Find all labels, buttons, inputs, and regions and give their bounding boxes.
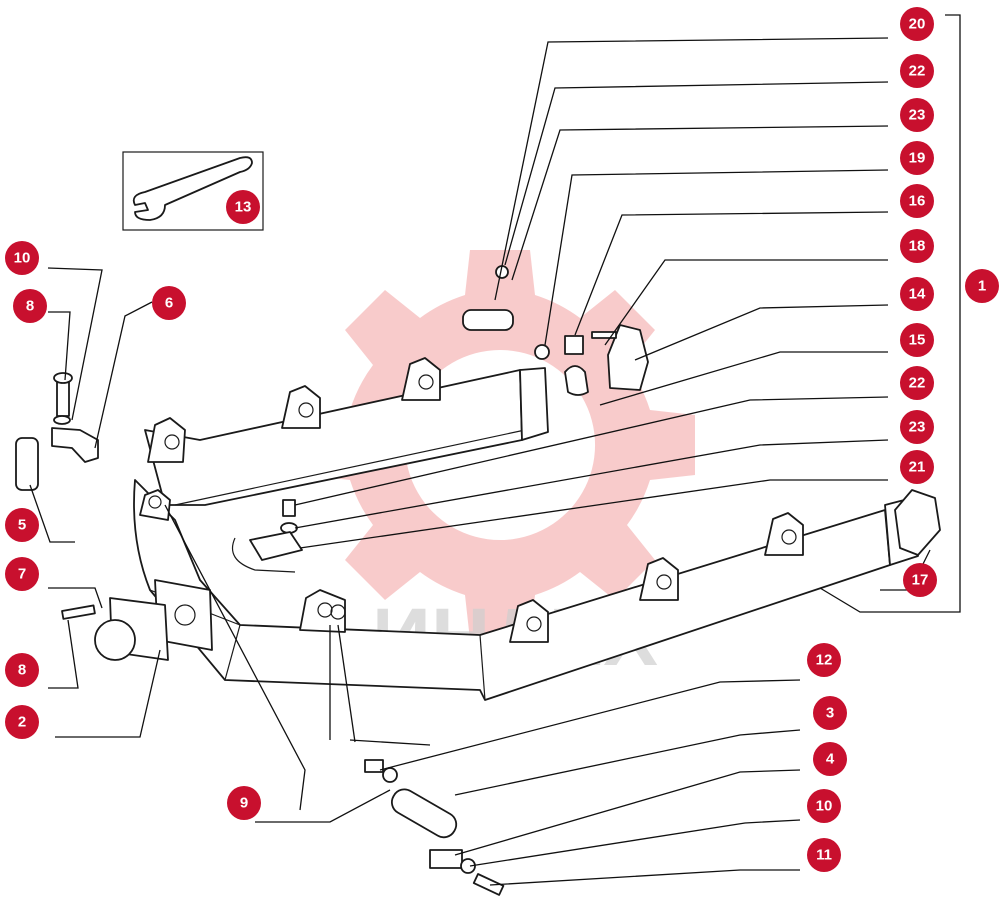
callout-21: 21 bbox=[900, 450, 934, 484]
svg-text:7: 7 bbox=[18, 566, 26, 583]
callout-10-left: 10 bbox=[5, 241, 39, 275]
svg-text:23: 23 bbox=[909, 419, 926, 436]
callout-20: 20 bbox=[900, 7, 934, 41]
svg-text:10: 10 bbox=[816, 798, 833, 815]
callout-14: 14 bbox=[900, 277, 934, 311]
svg-text:12: 12 bbox=[816, 652, 833, 669]
callout-22-mid: 22 bbox=[900, 366, 934, 400]
svg-text:17: 17 bbox=[912, 572, 929, 589]
svg-text:8: 8 bbox=[18, 662, 26, 679]
svg-text:11: 11 bbox=[816, 847, 832, 864]
svg-text:22: 22 bbox=[909, 375, 926, 392]
svg-text:20: 20 bbox=[909, 16, 926, 33]
callout-4: 4 bbox=[813, 742, 847, 776]
callout-13: 13 bbox=[226, 190, 260, 224]
svg-text:15: 15 bbox=[909, 332, 926, 349]
callout-9: 9 bbox=[227, 786, 261, 820]
svg-text:23: 23 bbox=[909, 107, 926, 124]
callout-2: 2 bbox=[5, 705, 39, 739]
leader-lines bbox=[29, 14, 961, 886]
svg-text:9: 9 bbox=[240, 795, 248, 812]
small-parts bbox=[15, 265, 941, 896]
callout-6: 6 bbox=[152, 286, 186, 320]
callout-1: 1 bbox=[965, 269, 999, 303]
callout-19: 19 bbox=[900, 141, 934, 175]
svg-text:16: 16 bbox=[909, 193, 926, 210]
callout-12: 12 bbox=[807, 643, 841, 677]
svg-text:10: 10 bbox=[14, 250, 31, 267]
svg-text:4: 4 bbox=[826, 751, 835, 768]
main-frame bbox=[133, 357, 919, 701]
callout-18: 18 bbox=[900, 229, 934, 263]
svg-text:22: 22 bbox=[909, 63, 926, 80]
svg-text:6: 6 bbox=[165, 295, 173, 312]
callout-16: 16 bbox=[900, 184, 934, 218]
svg-text:5: 5 bbox=[18, 517, 26, 534]
callout-5: 5 bbox=[5, 508, 39, 542]
callout-8-top: 8 bbox=[13, 289, 47, 323]
callout-23-top: 23 bbox=[900, 98, 934, 132]
callout-22-top: 22 bbox=[900, 54, 934, 88]
svg-text:21: 21 bbox=[909, 459, 926, 476]
callout-17: 17 bbox=[903, 563, 937, 597]
callout-3: 3 bbox=[813, 696, 847, 730]
svg-text:18: 18 bbox=[909, 238, 926, 255]
svg-text:13: 13 bbox=[235, 199, 252, 216]
callout-7: 7 bbox=[5, 557, 39, 591]
svg-text:1: 1 bbox=[978, 278, 986, 295]
svg-text:19: 19 bbox=[909, 150, 926, 167]
svg-text:8: 8 bbox=[26, 298, 34, 315]
wrench-inset bbox=[122, 151, 264, 231]
svg-text:14: 14 bbox=[909, 286, 926, 303]
callout-8-bottom: 8 bbox=[5, 653, 39, 687]
callout-11: 11 bbox=[807, 838, 841, 872]
callout-10-bottom: 10 bbox=[807, 789, 841, 823]
svg-text:2: 2 bbox=[18, 714, 26, 731]
callout-23-mid: 23 bbox=[900, 410, 934, 444]
callout-15: 15 bbox=[900, 323, 934, 357]
svg-text:3: 3 bbox=[826, 705, 834, 722]
gear-watermark-icon bbox=[305, 250, 695, 640]
wrench-icon bbox=[132, 156, 253, 221]
